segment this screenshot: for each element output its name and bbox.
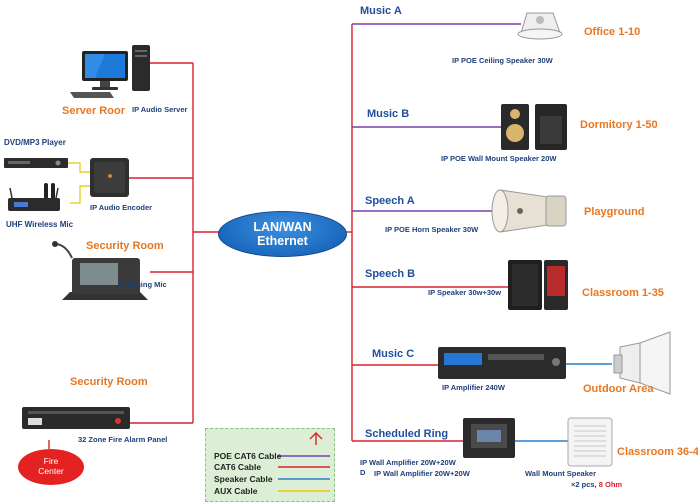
device-label-speech-b: IP Speaker 30w+30w <box>428 288 502 297</box>
wall-mount-qty: ×2 pcs, 8 Ohm <box>571 481 622 489</box>
wall-mount-speaker-icon <box>567 417 613 467</box>
wall-mount-qty-text: ×2 pcs, <box>571 480 599 489</box>
lan-line2: Ethernet <box>257 234 308 248</box>
zone-speech-b: Speech B <box>365 268 416 280</box>
room-label-music-a: Office 1-10 <box>584 26 641 38</box>
room-label-music-c: Outdoor Area <box>583 383 654 395</box>
zone-music-c: Music C <box>372 348 415 360</box>
amplifier-icon <box>438 347 566 379</box>
ip-paging-mic-label: IP Paging Mic <box>118 280 167 289</box>
legend-label-cat6: CAT6 Cable <box>214 462 262 472</box>
fire-center-line2: Center <box>38 466 64 476</box>
lan-line1: LAN/WAN <box>253 219 312 234</box>
device-label-music-c: IP Amplifier 240W <box>442 383 505 392</box>
uhf-mic-label: UHF Wireless Mic <box>6 220 74 229</box>
zone-scheduled-ring: Scheduled Ring <box>365 428 449 440</box>
device-label-music-b: IP POE Wall Mount Speaker 20W <box>441 154 557 163</box>
room-label-music-b: Dormitory 1-50 <box>580 119 658 131</box>
legend-box: POE CAT6 Cable CAT6 Cable Speaker Cable … <box>205 428 335 502</box>
encoder-icon <box>90 158 129 197</box>
ip-speaker-icon <box>508 260 568 310</box>
ip-audio-server-label: IP Audio Server <box>132 105 188 114</box>
room-label-speech-a: Playground <box>584 206 645 218</box>
room-label-ring: Classroom 36-45 <box>617 446 698 458</box>
horn-speaker-icon <box>491 189 567 233</box>
wall-speaker-pair-icon <box>501 104 567 150</box>
computer-icon <box>70 45 150 98</box>
security-room-label-1: Security Room <box>86 240 164 252</box>
ip-audio-encoder-label: IP Audio Encoder <box>90 203 153 212</box>
wireless-mic-icon <box>8 183 60 211</box>
fire-panel-icon <box>22 407 130 429</box>
room-label-speech-b: Classroom 1-35 <box>582 287 664 299</box>
device-label-ring-b: IP Wall Amplifier 20W+20W <box>374 469 470 478</box>
server-room-label: Server Roor <box>62 105 125 117</box>
aux-cable-dvd <box>68 162 90 173</box>
fire-center-line1: Fire <box>43 456 59 467</box>
zone-music-b: Music B <box>367 108 410 120</box>
device-label-music-a: IP POE Ceiling Speaker 30W <box>452 56 553 65</box>
legend-arrow-icon <box>309 432 323 445</box>
zone-music-a: Music A <box>360 5 402 17</box>
dvd-player-icon <box>4 158 68 168</box>
wall-mount-ohm: 8 Ohm <box>598 480 623 489</box>
device-label-speech-a: IP POE Horn Speaker 30W <box>385 225 479 234</box>
legend-label-aux: AUX Cable <box>214 486 258 496</box>
device-label-ring-a: IP Wall Amplifier 20W+20W <box>360 458 456 467</box>
ceiling-speaker-icon <box>517 12 563 40</box>
legend-swatches <box>278 432 330 492</box>
wall-mount-speaker-label: Wall Mount Speaker <box>525 469 596 478</box>
device-label-ring-stray: D <box>360 468 366 477</box>
outdoor-horn-icon <box>613 331 671 395</box>
wall-amplifier-icon <box>463 418 515 458</box>
zone-speech-a: Speech A <box>365 195 415 207</box>
aux-cable-mic <box>70 185 90 204</box>
fire-center-node: Fire Center <box>18 449 84 485</box>
dvd-player-label: DVD/MP3 Player <box>4 138 66 147</box>
legend-label-poe: POE CAT6 Cable <box>214 451 282 461</box>
security-room-label-2: Security Room <box>70 376 148 388</box>
legend-label-speaker: Speaker Cable <box>214 474 273 484</box>
lan-ethernet-node: LAN/WAN Ethernet <box>218 211 347 257</box>
paging-mic-icon <box>52 241 148 300</box>
fire-panel-label: 32 Zone Fire Alarm Panel <box>78 435 168 444</box>
